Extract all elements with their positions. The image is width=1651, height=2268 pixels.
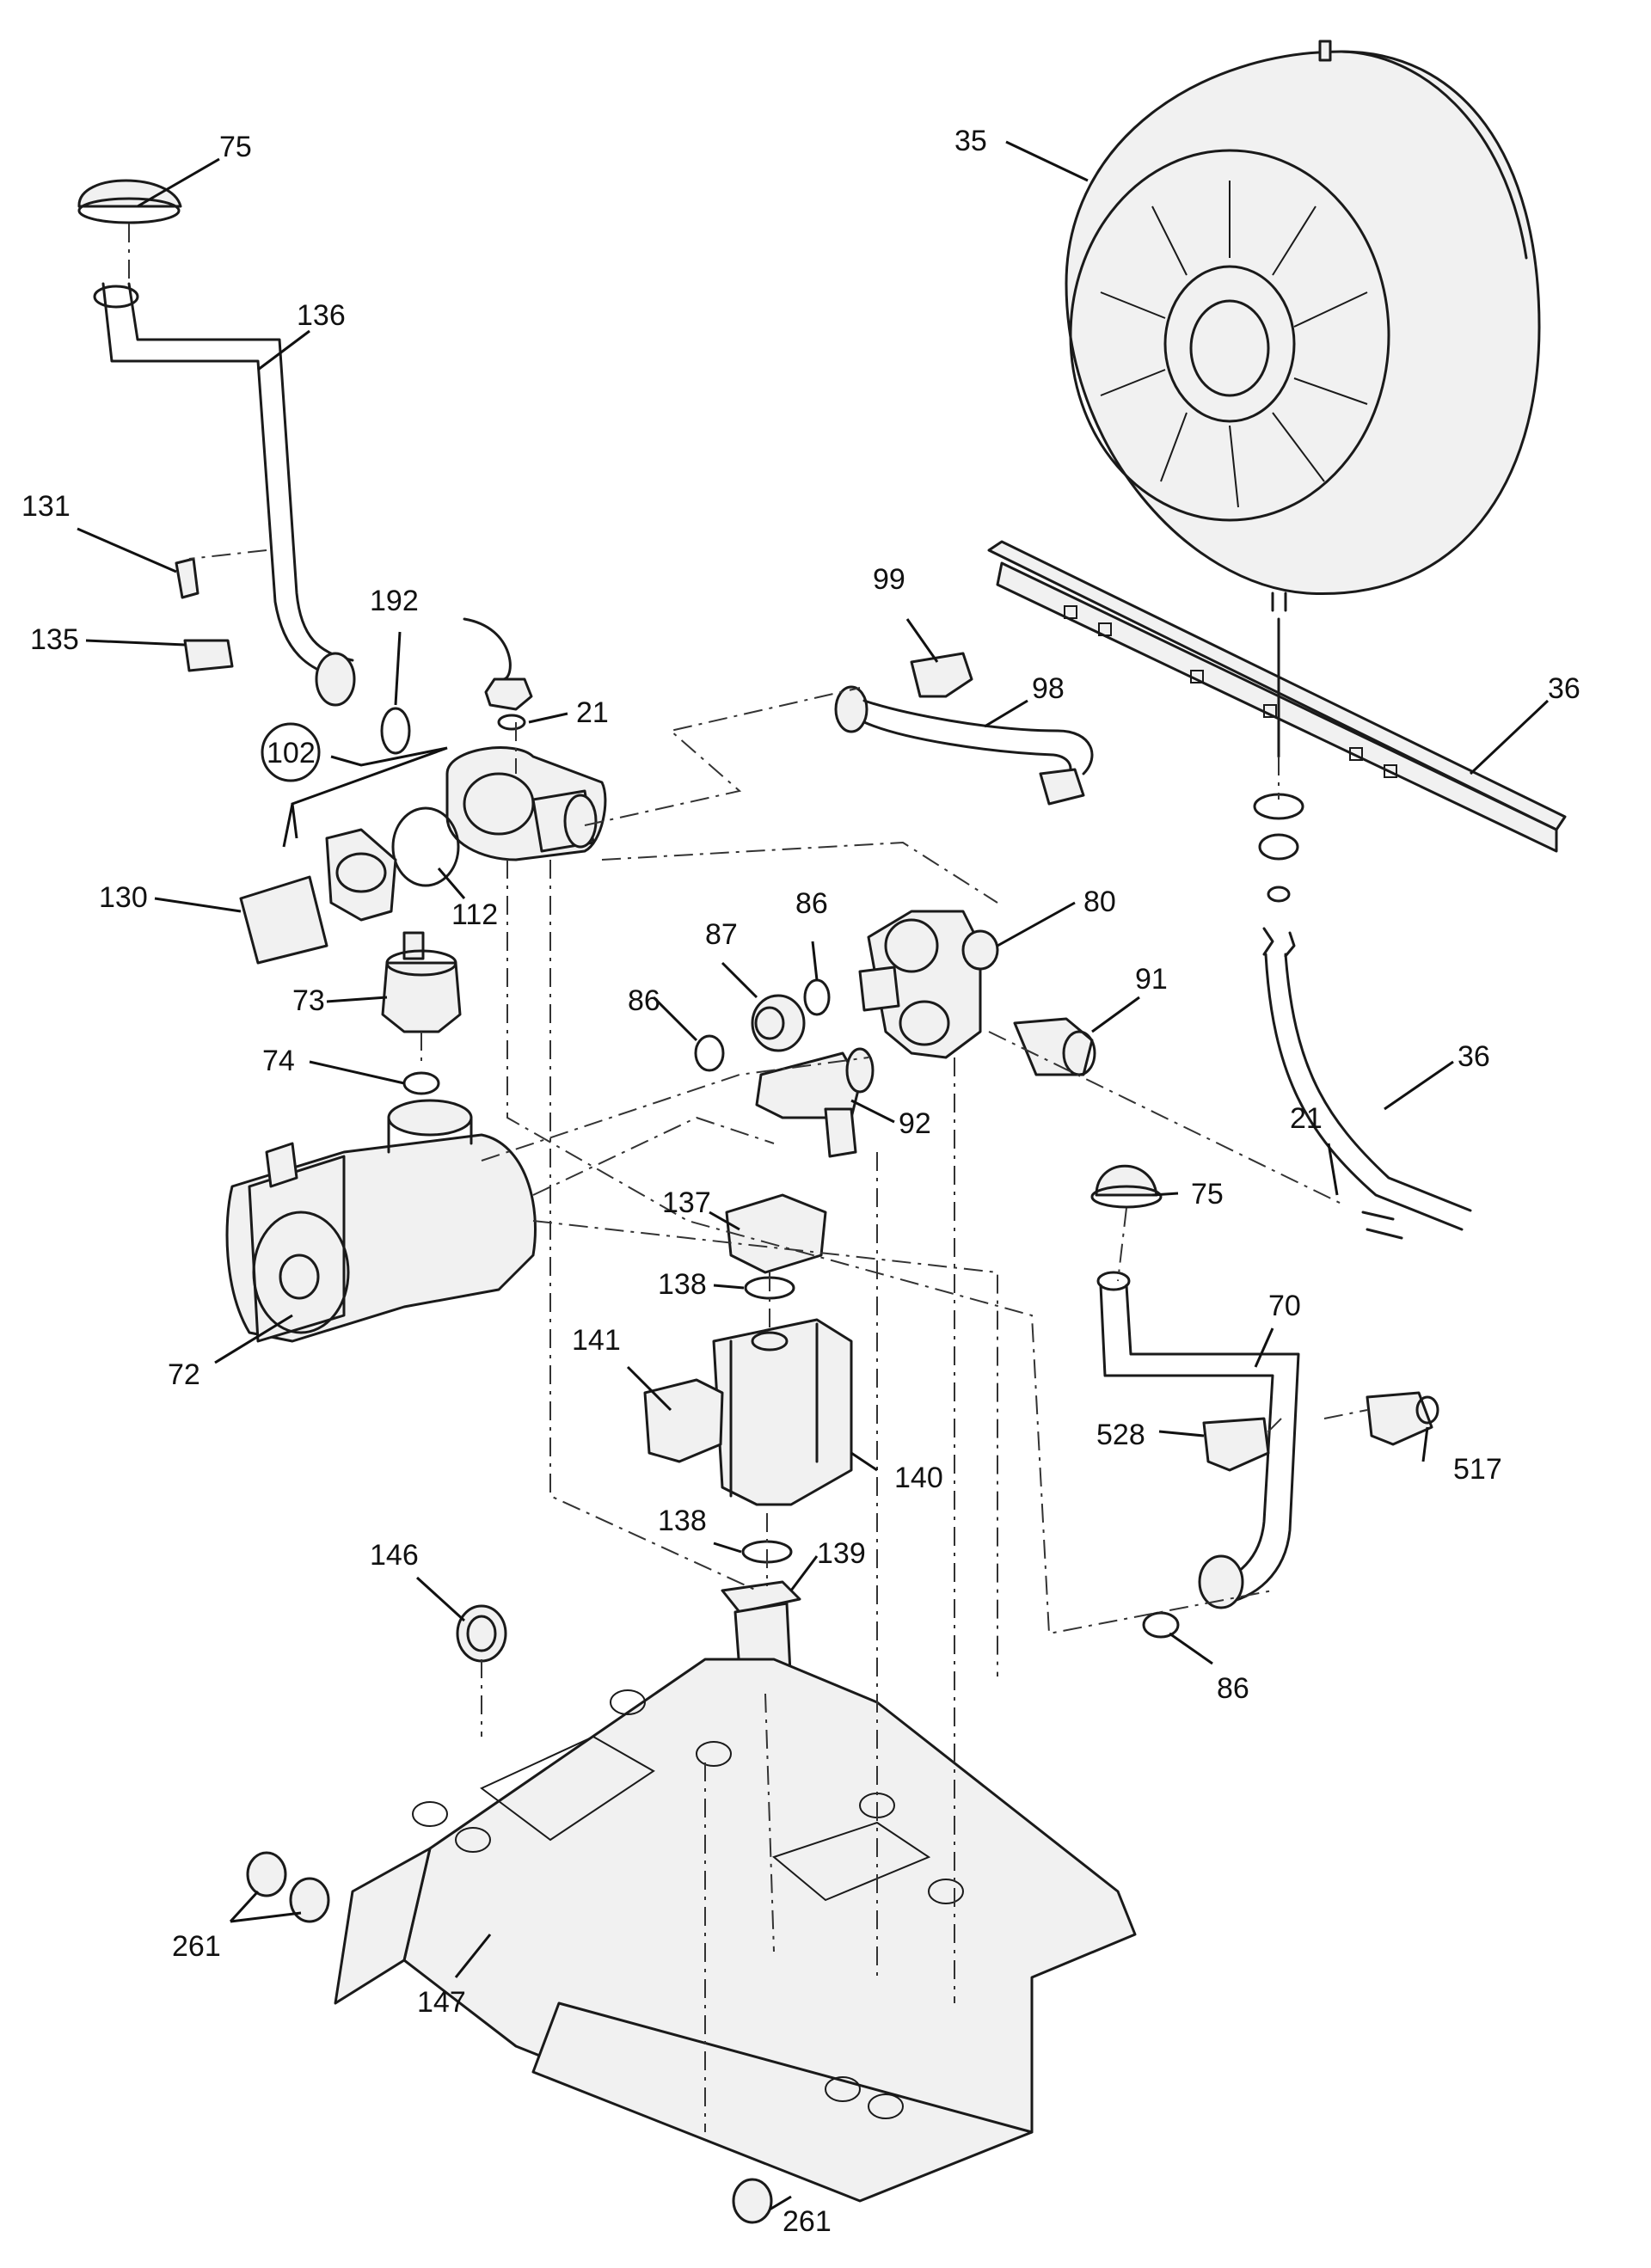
pipe-70 <box>1096 1271 1300 1609</box>
callout-112: 112 <box>451 898 498 931</box>
callout-135: 135 <box>30 623 79 656</box>
coil-141 <box>643 1378 724 1463</box>
callout-86-lower: 86 <box>1217 1672 1249 1705</box>
callout-86-left: 86 <box>628 984 660 1017</box>
clip-517 <box>1366 1391 1439 1446</box>
callout-261-left: 261 <box>172 1930 221 1963</box>
callout-261-bottom: 261 <box>783 2205 832 2238</box>
callout-146: 146 <box>370 1539 419 1572</box>
callout-21-right: 21 <box>1290 1102 1323 1135</box>
oring-86-c <box>1142 1611 1180 1639</box>
clip-99 <box>910 652 973 698</box>
callout-75-right: 75 <box>1191 1178 1224 1211</box>
callout-99: 99 <box>873 563 905 596</box>
callout-98: 98 <box>1032 672 1065 705</box>
cap-75-right <box>1090 1164 1163 1209</box>
callout-102: 102 <box>267 737 316 769</box>
callout-74: 74 <box>262 1045 295 1077</box>
callout-192: 192 <box>370 585 419 617</box>
mounting-bracket <box>987 540 1567 853</box>
oring-86-b <box>694 1034 725 1072</box>
callout-labels: 75 136 131 135 192 21 102 130 112 73 74 … <box>21 125 1580 2238</box>
callout-73: 73 <box>292 984 325 1017</box>
cartridge-91 <box>1013 1017 1096 1076</box>
valve-87 <box>751 994 806 1052</box>
bracket-130 <box>239 875 328 965</box>
callout-528: 528 <box>1096 1419 1145 1451</box>
nut-21 <box>463 617 533 731</box>
pipe-136 <box>77 179 356 707</box>
seal-192 <box>380 707 411 755</box>
grommet-261-a <box>246 1851 330 1923</box>
clamp-146 <box>456 1604 507 1663</box>
callout-35: 35 <box>954 125 987 157</box>
callout-36-right: 36 <box>1458 1040 1490 1073</box>
pipe-98 <box>834 685 1094 806</box>
callout-72: 72 <box>168 1358 200 1391</box>
grommet-261-b <box>732 2178 773 2224</box>
callout-517: 517 <box>1453 1453 1502 1486</box>
pump-manifold <box>445 746 607 861</box>
callout-130: 130 <box>99 881 148 914</box>
callout-147: 147 <box>417 1986 466 2019</box>
callout-102-circle <box>261 722 321 782</box>
cover-137 <box>725 1193 827 1274</box>
gasket-112 <box>391 806 460 887</box>
callout-140: 140 <box>894 1462 943 1494</box>
sensor-131 <box>175 557 199 599</box>
callout-36-top: 36 <box>1548 672 1580 705</box>
callout-141: 141 <box>572 1324 621 1357</box>
leader-lines <box>77 140 1550 2211</box>
expansion-vessel <box>1065 40 1541 612</box>
callout-86-upper: 86 <box>795 887 828 920</box>
vessel-fittings <box>1253 617 1304 958</box>
air-vent-73 <box>381 931 462 1033</box>
callout-131: 131 <box>21 490 71 523</box>
oring-86-a <box>803 978 831 1016</box>
callout-80: 80 <box>1083 886 1116 918</box>
callout-137: 137 <box>662 1186 711 1219</box>
callout-87: 87 <box>705 918 738 951</box>
callout-139: 139 <box>817 1537 866 1570</box>
pump-head <box>325 828 397 922</box>
base-plate-147 <box>334 1658 1137 2203</box>
clip-528 <box>1202 1417 1270 1472</box>
callout-138-lower: 138 <box>658 1505 707 1537</box>
callout-91: 91 <box>1135 963 1168 996</box>
vessel-pipe <box>1264 953 1472 1240</box>
routing-lines <box>128 224 1368 2132</box>
callout-21-top: 21 <box>576 696 609 729</box>
callout-75-top: 75 <box>219 131 252 163</box>
callout-70: 70 <box>1268 1290 1301 1322</box>
callout-138-upper: 138 <box>658 1268 707 1301</box>
pump-72 <box>225 1099 537 1343</box>
callout-92: 92 <box>899 1107 931 1140</box>
seal-74 <box>402 1071 440 1095</box>
gas-valve-140 <box>712 1318 853 1506</box>
valve-80 <box>858 910 999 1059</box>
callout-136: 136 <box>297 299 346 332</box>
clip-135 <box>183 639 234 672</box>
